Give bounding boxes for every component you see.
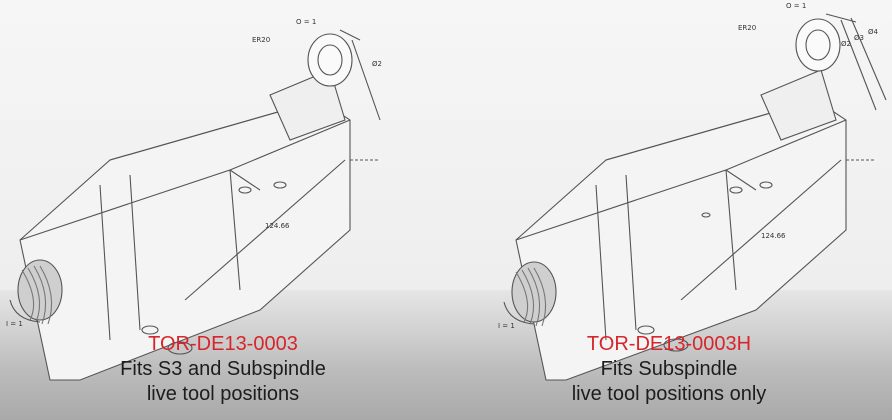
output-ratio-label: O = 1: [296, 18, 316, 26]
length-dimension-label: 124.66: [761, 232, 786, 240]
input-ratio-label: I = 1: [6, 320, 23, 328]
diameter-label: Ø2: [372, 60, 382, 68]
part-number: TOR-DE13-0003: [148, 333, 298, 355]
length-dimension-label: 124.66: [265, 222, 290, 230]
part-number: TOR-DE13-0003H: [586, 333, 752, 355]
product-caption-left: TOR-DE13-0003 Fits S3 and Subspindle liv…: [0, 332, 446, 407]
tool-holder-drawing: ER20 O = 1 Ø2 Ø3 Ø4 124.66 I = 1: [498, 2, 887, 381]
product-drawing-right: ER20 O = 1 Ø2 Ø3 Ø4 124.66 I = 1 TOR-DE1…: [446, 0, 892, 420]
product-drawing-left: ER20 O = 1 Ø2 124.66 I = 1 TOR-DE13-0003…: [0, 18, 446, 407]
dimension-a-label: Ø2: [841, 40, 851, 48]
fitment-line-1: Fits S3 and Subspindle: [120, 358, 326, 380]
dimension-c-label: Ø4: [868, 28, 879, 36]
fitment-line-2: live tool positions: [146, 383, 300, 405]
product-caption-right: TOR-DE13-0003H Fits Subspindle live tool…: [446, 332, 892, 407]
dimension-b-label: Ø3: [854, 34, 864, 42]
collet-label: ER20: [252, 36, 270, 44]
output-ratio-label: O = 1: [786, 2, 806, 10]
fitment-line-1: Fits Subspindle: [600, 358, 738, 380]
tool-holder-drawing: ER20 O = 1 Ø2 124.66 I = 1: [6, 18, 382, 381]
collet-label: ER20: [738, 24, 756, 32]
input-ratio-label: I = 1: [498, 322, 515, 330]
fitment-line-2: live tool positions only: [571, 383, 767, 405]
